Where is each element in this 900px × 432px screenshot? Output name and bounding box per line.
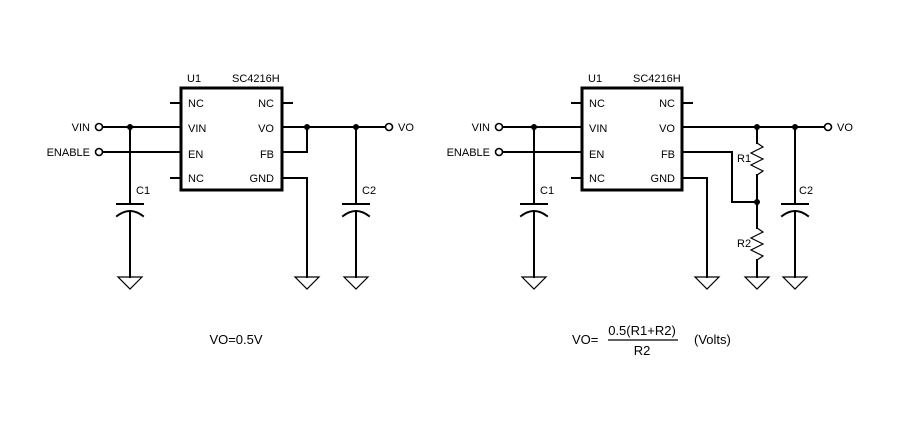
right-chip-part: SC4216H — [633, 73, 681, 85]
left-pin-label-l1: NC — [188, 98, 204, 110]
left-vo-label: VO — [398, 122, 414, 134]
right-pin-label-r3: FB — [661, 149, 675, 161]
left-c2-label: C2 — [362, 185, 376, 197]
left-enable-label: ENABLE — [47, 147, 90, 159]
left-equation: VO=0.5V — [209, 332, 262, 347]
right-circuit: U1 SC4216H NC VIN EN NC NC VO FB GND VIN… — [447, 73, 854, 358]
right-vin-terminal — [494, 122, 504, 132]
left-c2-ground-icon — [342, 276, 370, 290]
right-eq-prefix: VO= — [572, 332, 598, 347]
left-chip-body — [179, 86, 284, 192]
left-pin-label-r1: NC — [258, 98, 274, 110]
left-pin-label-l3: EN — [188, 149, 203, 161]
right-chip-body — [580, 86, 684, 192]
right-vo-terminal — [823, 122, 833, 132]
right-pin-label-l1: NC — [589, 98, 605, 110]
right-r1-label: R1 — [737, 153, 751, 165]
right-vo-label: VO — [837, 122, 853, 134]
left-chip-part: SC4216H — [232, 73, 280, 85]
right-c2-label: C2 — [799, 185, 813, 197]
left-pin-label-r4: GND — [250, 173, 275, 185]
right-gnd-ground-icon — [693, 276, 721, 290]
right-eq-numerator: 0.5(R1+R2) — [608, 323, 676, 338]
left-pin-label-l2: VIN — [188, 123, 206, 135]
right-pin-label-l2: VIN — [589, 123, 607, 135]
right-pin-label-r1: NC — [659, 98, 675, 110]
right-chip-ref: U1 — [588, 73, 602, 85]
right-pin-label-r2: VO — [659, 123, 675, 135]
right-r2-label: R2 — [737, 238, 751, 250]
left-pin-label-r2: VO — [258, 123, 274, 135]
left-c1-ground-icon — [116, 276, 144, 290]
left-pin-label-r3: FB — [260, 149, 274, 161]
right-r2-ground-icon — [743, 276, 771, 290]
right-enable-label: ENABLE — [447, 147, 490, 159]
left-vin-label: VIN — [72, 122, 90, 134]
left-gnd-ground-icon — [293, 276, 321, 290]
left-chip-ref: U1 — [187, 73, 201, 85]
right-vin-label: VIN — [472, 122, 490, 134]
right-pin-label-l4: NC — [589, 173, 605, 185]
right-enable-terminal — [494, 147, 504, 157]
right-fb-junction — [754, 199, 760, 205]
left-pin-label-l4: NC — [188, 173, 204, 185]
left-circuit: U1 SC4216H NC VIN EN NC NC VO FB GND VIN… — [47, 73, 415, 347]
left-vo-terminal — [384, 122, 394, 132]
right-c1-ground-icon — [520, 276, 548, 290]
right-eq-denominator: R2 — [634, 343, 651, 358]
right-pin-label-r4: GND — [651, 173, 676, 185]
right-pin-label-l3: EN — [589, 149, 604, 161]
right-c2-ground-icon — [781, 276, 809, 290]
left-vin-terminal — [94, 122, 104, 132]
right-eq-suffix: (Volts) — [694, 332, 731, 347]
left-c1-label: C1 — [136, 185, 150, 197]
right-r1-resistor-icon — [749, 142, 765, 176]
right-c1-label: C1 — [540, 185, 554, 197]
right-r2-resistor-icon — [749, 227, 765, 261]
left-enable-terminal — [94, 147, 104, 157]
